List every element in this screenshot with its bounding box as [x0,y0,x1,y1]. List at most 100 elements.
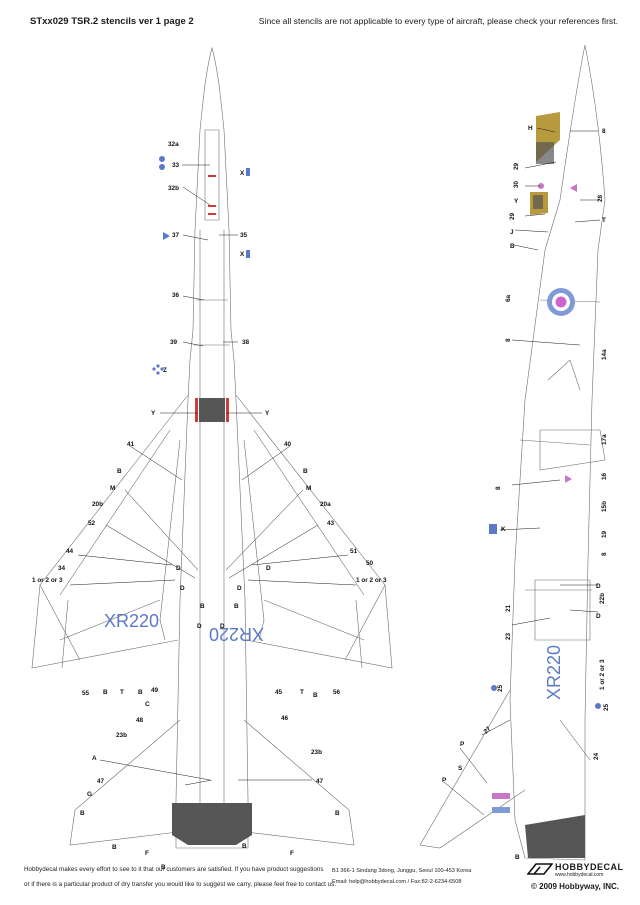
label-b-4: B [234,603,239,610]
footer-line-1: Hobbydecal makes every effort to see to … [24,866,324,873]
label-b-3: B [200,603,205,610]
plan-stencil-markers [152,156,250,375]
label-b-6: B [138,689,143,696]
label-t-1: T [120,689,124,696]
label-32b: 32b [168,185,179,192]
side-label-24: 24 [593,752,600,760]
side-label-16: 16 [601,472,608,480]
label-23b-right: 23b [311,749,322,756]
side-label-27: 27 [482,725,492,735]
label-b-12: B [242,843,247,850]
cockpit-panel [199,398,225,422]
label-f-1: F [145,850,149,857]
side-label-28: 28 [597,194,604,202]
hobbydecal-logo-icon [527,863,553,875]
label-41: 41 [127,441,135,448]
canopy-rear-glass [533,195,543,209]
side-label-d-2: D [596,613,601,620]
canopy-glass [536,142,554,164]
label-50: 50 [366,560,374,567]
label-49: 49 [151,687,159,694]
label-55: 55 [82,690,90,697]
label-47-right: 47 [316,778,324,785]
page-title: STxx029 TSR.2 stencils ver 1 page 2 [30,16,194,27]
label-47-left: 47 [97,778,105,785]
label-46: 46 [281,715,289,722]
label-36: 36 [172,292,180,299]
label-38: 38 [242,339,250,346]
side-label-k: K [501,526,506,533]
label-20b: 20b [92,501,103,508]
side-label-j: J [510,229,514,236]
footer-contact: Email: help@hobbydecal.com / Fax:82-2-62… [332,879,462,885]
red-strip-right [226,398,229,422]
roundel-centre [555,296,567,308]
side-label-30: 30 [513,180,520,188]
side-label-p-2: P [442,777,447,784]
label-43: 43 [327,520,335,527]
side-label-8b: 8 [505,338,512,342]
reference-notice: Since all stencils are not applicable to… [258,16,618,26]
fin-flash-red [492,793,510,799]
label-b-10: B [112,844,117,851]
label-d-2: D [266,565,271,572]
label-b-5: B [103,689,108,696]
side-view-aircraft [419,44,606,861]
side-label-25b: 25 [603,703,610,711]
side-label-h: H [528,125,533,132]
plan-view-aircraft [31,46,393,849]
side-label-8c: 8 [495,486,502,490]
side-label-y: Y [514,198,519,205]
side-label-29b: 29 [509,212,516,220]
side-label-15b: 15b [601,501,608,512]
exhaust-block [172,803,252,845]
label-z: Z [163,367,167,374]
label-x-1: X [240,170,245,177]
label-d-6: D [220,623,225,630]
footer-address: B1 366-1 Sindang 3dong, Junggu, Seoul 10… [332,868,472,874]
side-label-19: 19 [601,530,608,538]
label-40: 40 [284,441,292,448]
side-label-25a: 25 [497,684,504,692]
label-y-1: Y [151,410,156,417]
label-b-1: B [117,468,122,475]
label-44: 44 [66,548,74,555]
side-pink-marks [538,183,577,483]
label-45: 45 [275,689,283,696]
side-label-14a: 14a [601,349,608,360]
label-48: 48 [136,717,144,724]
label-b-9: B [335,810,340,817]
label-g: G [87,791,92,798]
label-m-1: M [110,485,115,492]
brand-url: www.hobbydecal.com [555,872,604,878]
side-label-21: 21 [505,604,512,612]
side-label-b: B [510,243,515,250]
side-blue-marks [489,524,601,709]
label-b-2: B [303,468,308,475]
label-56: 56 [333,689,341,696]
side-serial: XR220 [544,645,564,700]
label-d-5: D [197,623,202,630]
label-1-or-2-or-3-right: 1 or 2 or 3 [356,577,387,584]
label-c: C [145,701,150,708]
side-label-6a: 6a [505,294,512,302]
label-35: 35 [240,232,248,239]
side-label-8a: 8 [602,128,606,135]
red-strip-left [195,398,198,422]
label-51: 51 [350,548,358,555]
copyright: © 2009 Hobbyway, INC. [531,882,619,891]
label-d-1: D [176,565,181,572]
label-52: 52 [88,520,96,527]
side-exhaust [525,815,585,858]
brand-name: HOBBYDECAL [555,862,624,872]
label-23b-left: 23b [116,732,127,739]
label-b-8: B [80,810,85,817]
label-20a: 20a [320,501,331,508]
side-label-d-1: D [596,583,601,590]
fin-flash-blue [492,807,510,813]
plan-leader-lines [69,164,357,786]
label-a: A [92,755,97,762]
label-y-2: Y [265,410,270,417]
label-f-2: F [290,850,294,857]
